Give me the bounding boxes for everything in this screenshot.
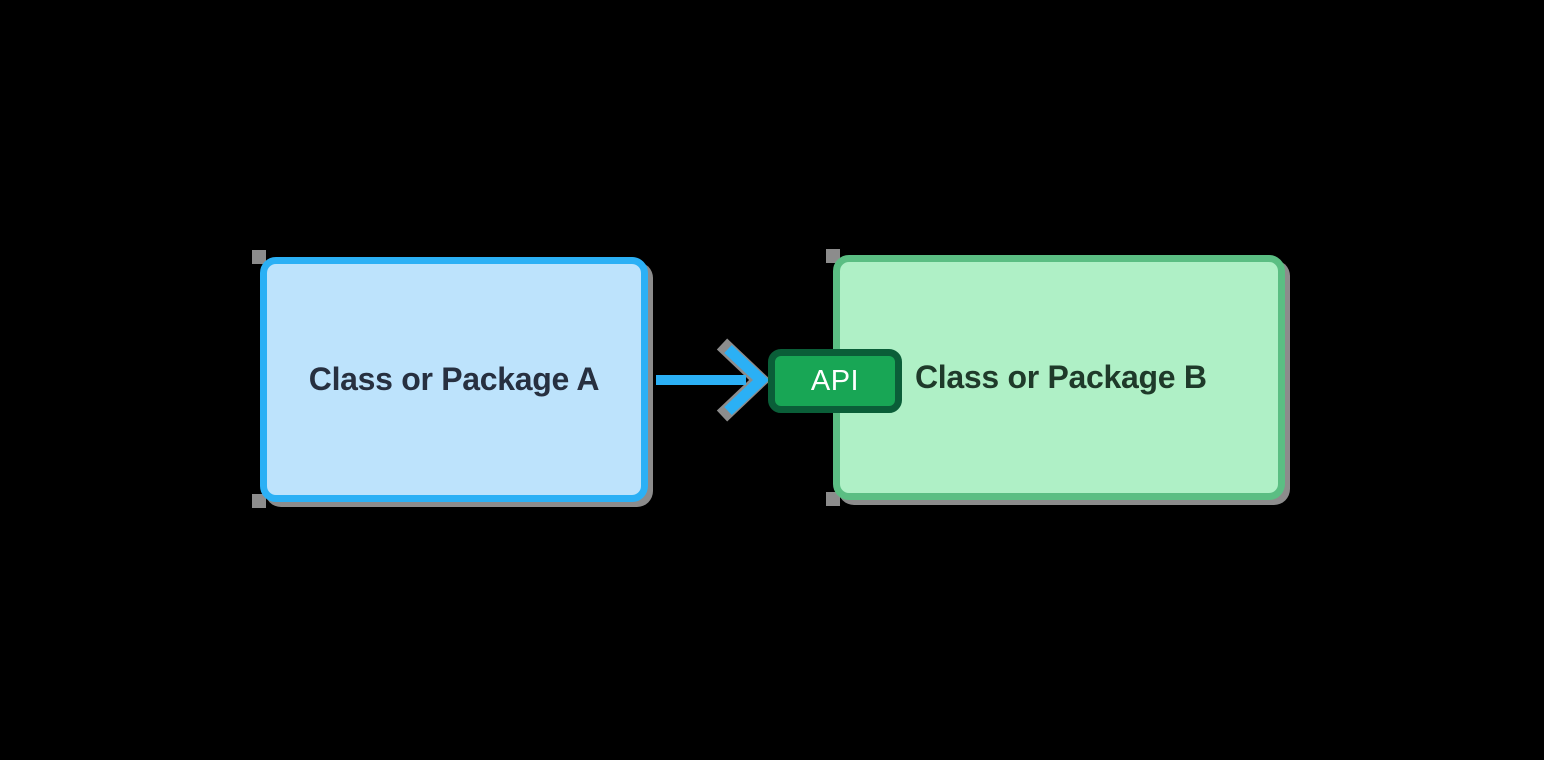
corner-shadow-accent	[826, 492, 840, 506]
class-or-package-a-node: Class or Package A	[260, 257, 648, 502]
corner-shadow-accent	[252, 494, 266, 508]
node-a-label: Class or Package A	[308, 361, 600, 397]
api-badge-label: API	[810, 364, 860, 397]
arrow-head-icon	[724, 344, 770, 416]
corner-shadow-accent	[252, 250, 266, 264]
node-b-label: Class or Package B	[915, 359, 1207, 395]
dependency-arrow	[656, 338, 771, 422]
api-badge: API	[768, 349, 902, 413]
